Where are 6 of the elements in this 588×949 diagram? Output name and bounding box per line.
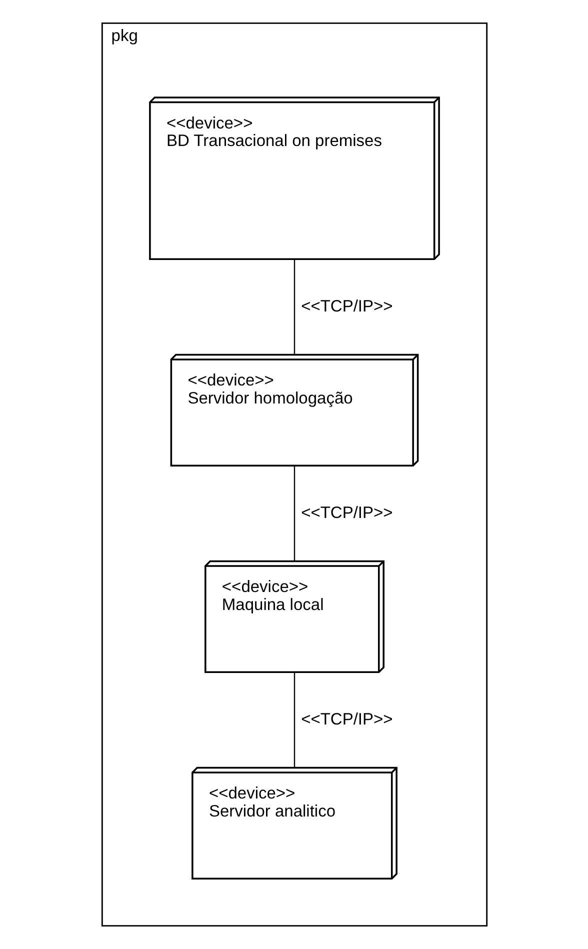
connector [293,672,295,768]
edge-label: <<TCP/IP>> [300,710,392,728]
edge-label: <<TCP/IP>> [300,297,392,316]
connector [293,259,295,355]
connector [293,466,295,561]
edge-label: <<TCP/IP>> [300,504,392,522]
